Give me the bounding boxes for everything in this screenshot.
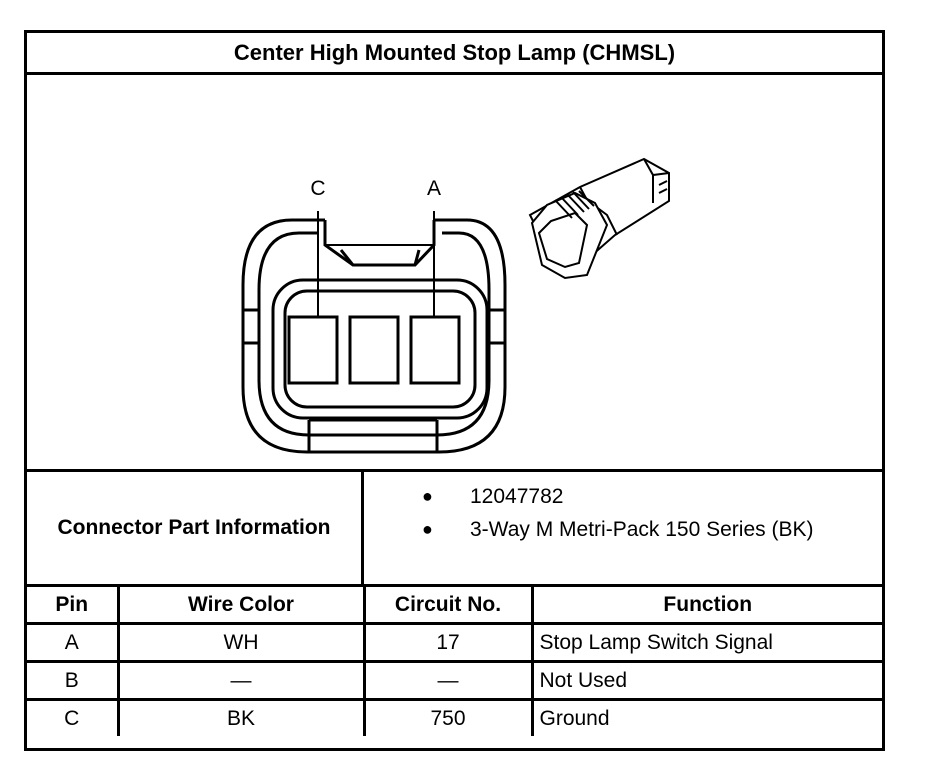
circuit-cell: 750	[362, 698, 534, 736]
part-info-item: ● 12047782	[364, 480, 882, 513]
header-wire-color: Wire Color	[116, 587, 366, 625]
connector-right-notch	[487, 308, 505, 345]
pin-cell: B	[27, 660, 120, 701]
pin-cavity-c	[287, 315, 339, 385]
connector-part-info-label: Connector Part Information	[27, 472, 364, 584]
connector-description: 3-Way M Metri-Pack 150 Series (BK)	[470, 518, 814, 541]
connector-end-view-sheet: Center High Mounted Stop Lamp (CHMSL)	[24, 30, 885, 751]
header-pin: Pin	[27, 587, 120, 625]
table-row: A WH 17 Stop Lamp Switch Signal	[27, 622, 882, 663]
callout-a-label: A	[427, 177, 441, 200]
pin-cell: C	[27, 698, 120, 736]
pin-cavity-a	[409, 315, 461, 385]
bullet-icon: ●	[422, 519, 433, 539]
wire-color-cell: BK	[116, 698, 366, 736]
function-cell: Stop Lamp Switch Signal	[530, 622, 882, 663]
bullet-icon: ●	[422, 486, 433, 506]
circuit-cell: —	[362, 660, 534, 701]
circuit-cell: 17	[362, 622, 534, 663]
pin-table-header: Pin Wire Color Circuit No. Function	[27, 587, 882, 625]
header-circuit-no: Circuit No.	[362, 587, 534, 625]
part-info-item: ● 3-Way M Metri-Pack 150 Series (BK)	[364, 513, 882, 546]
wire-color-cell: —	[116, 660, 366, 701]
table-row: B — — Not Used	[27, 660, 882, 701]
pin-table: Pin Wire Color Circuit No. Function A WH…	[27, 587, 882, 736]
connector-drawing: C A	[241, 157, 670, 454]
connector-bottom-key	[307, 418, 439, 452]
connector-part-info-list: ● 12047782 ● 3-Way M Metri-Pack 150 Seri…	[364, 472, 882, 584]
connector-left-notch	[243, 308, 261, 345]
connector-shell-inner-outline	[257, 231, 491, 437]
connector-iso-illustration	[528, 157, 670, 280]
function-cell: Not Used	[530, 660, 882, 701]
table-row: C BK 750 Ground	[27, 698, 882, 736]
callout-c-label: C	[310, 177, 325, 200]
part-number: 12047782	[470, 485, 564, 508]
cavity-housing-inner	[283, 289, 477, 409]
connector-figure: C A	[27, 75, 882, 469]
connector-shell-outline	[241, 218, 507, 454]
wire-color-cell: WH	[116, 622, 366, 663]
pin-cell: A	[27, 622, 120, 663]
pin-cavity-b	[348, 315, 400, 385]
cavity-housing-outer	[271, 278, 489, 420]
connector-part-info-row: Connector Part Information ● 12047782 ● …	[27, 469, 882, 587]
diagram-title: Center High Mounted Stop Lamp (CHMSL)	[27, 33, 882, 75]
header-function: Function	[530, 587, 882, 625]
function-cell: Ground	[530, 698, 882, 736]
